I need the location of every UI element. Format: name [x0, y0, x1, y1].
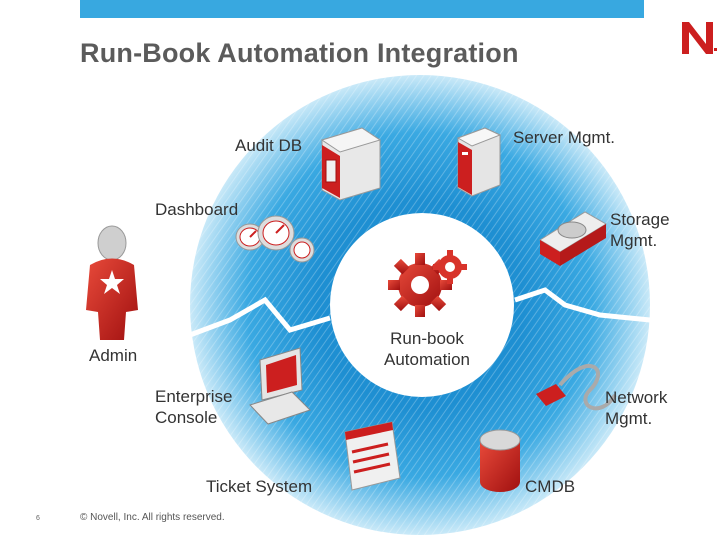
label-network-mgmt-line1: Network — [605, 388, 668, 407]
person-star-icon — [86, 225, 138, 340]
label-admin: Admin — [89, 346, 138, 365]
label-enterprise-console-line1: Enterprise — [155, 387, 233, 406]
novell-logo-icon — [682, 22, 717, 54]
monitor-keyboard-icon — [249, 347, 311, 425]
label-enterprise-console: Enterprise Console — [155, 386, 232, 428]
label-network-mgmt: Network Mgmt. — [605, 387, 667, 429]
network-cable-icon — [536, 363, 617, 411]
label-storage-mgmt: Storage Mgmt. — [610, 209, 670, 251]
label-network-mgmt-line2: Mgmt. — [605, 409, 653, 428]
label-cmdb: CMDB — [525, 477, 576, 496]
server-tower-icon — [456, 127, 502, 197]
page-number: 6 — [36, 515, 40, 522]
document-window-icon — [344, 421, 401, 491]
label-audit-db: Audit DB — [235, 136, 303, 155]
gear-icon — [388, 250, 467, 317]
slide-title: Run-Book Automation Integration — [80, 38, 519, 68]
safe-icon — [320, 127, 382, 201]
label-storage-mgmt-line2: Mgmt. — [610, 231, 658, 250]
label-enterprise-console-line2: Console — [155, 408, 218, 427]
label-ticket-system: Ticket System — [206, 477, 313, 496]
label-center-line1: Run-book — [390, 329, 464, 348]
label-center: Run-book Automation — [372, 328, 482, 370]
label-storage-mgmt-line1: Storage — [610, 210, 670, 229]
label-server-mgmt: Server Mgmt. — [513, 128, 616, 147]
header-bar — [80, 0, 644, 18]
label-center-line2: Automation — [384, 350, 470, 369]
hard-drive-icon — [539, 211, 607, 266]
copyright-footer: © Novell, Inc. All rights reserved. — [80, 512, 225, 523]
gauge-icon — [235, 215, 315, 263]
label-dashboard: Dashboard — [155, 200, 239, 219]
database-cylinder-icon — [479, 429, 521, 492]
